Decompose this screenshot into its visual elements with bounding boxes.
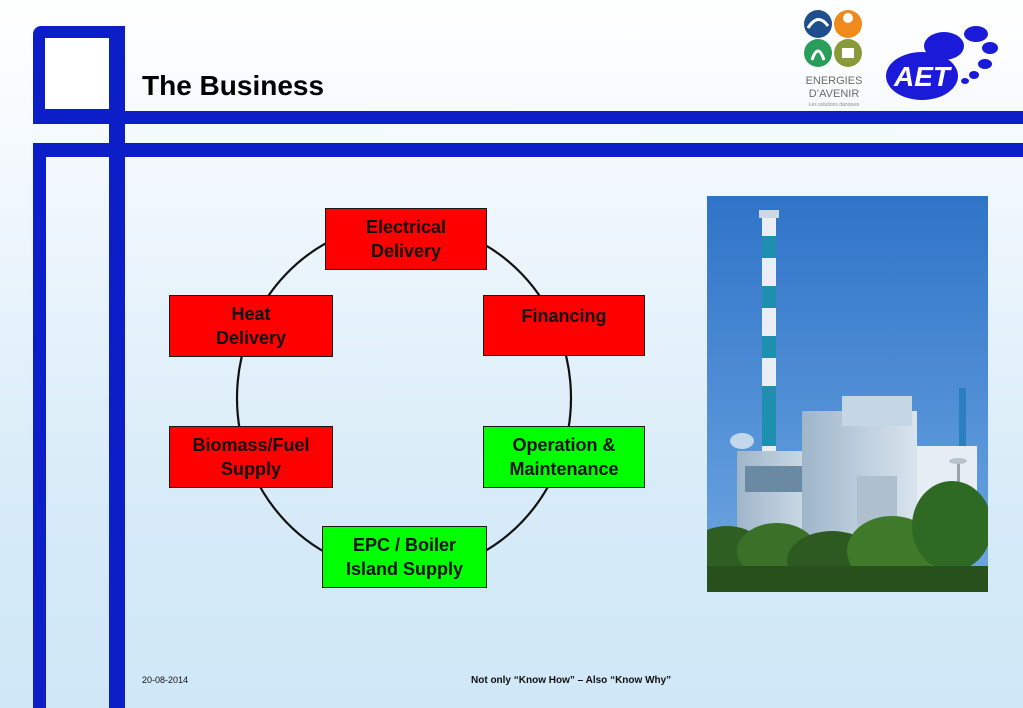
footer-date: 20-08-2014 bbox=[142, 675, 189, 685]
frame-horizontal-bar-1 bbox=[33, 111, 1023, 124]
frame-vertical-bar-left bbox=[33, 143, 46, 708]
cycle-item-epc-boiler: EPC / Boiler Island Supply bbox=[322, 526, 487, 588]
cycle-item-operation-maintenance: Operation & Maintenance bbox=[483, 426, 645, 488]
cycle-item-electrical-delivery: Electrical Delivery bbox=[325, 208, 487, 270]
page-title: The Business bbox=[142, 70, 325, 101]
cycle-item-biomass-fuel: Biomass/Fuel Supply bbox=[169, 426, 333, 488]
frame-horizontal-bar-2 bbox=[33, 143, 1023, 157]
aet-logo: AET bbox=[886, 26, 998, 100]
frame-vertical-bar-right bbox=[109, 26, 125, 708]
energies-logo-line3: Les solutions danoises bbox=[809, 102, 860, 108]
footer-tagline: Not only “Know How” – Also “Know Why” bbox=[471, 675, 672, 686]
energies-logo-line2: D’AVENIR bbox=[809, 88, 860, 100]
energies-logo-line1: ENERGIES bbox=[806, 75, 863, 87]
cycle-item-financing: Financing bbox=[483, 295, 645, 356]
power-plant-photo bbox=[707, 196, 988, 592]
cycle-item-heat-delivery: Heat Delivery bbox=[169, 295, 333, 357]
frame-top-square-inner bbox=[45, 38, 109, 109]
aet-logo-text: AET bbox=[893, 61, 953, 92]
energies-davenir-logo: ENERGIES D’AVENIR Les solutions danoises bbox=[804, 10, 863, 108]
